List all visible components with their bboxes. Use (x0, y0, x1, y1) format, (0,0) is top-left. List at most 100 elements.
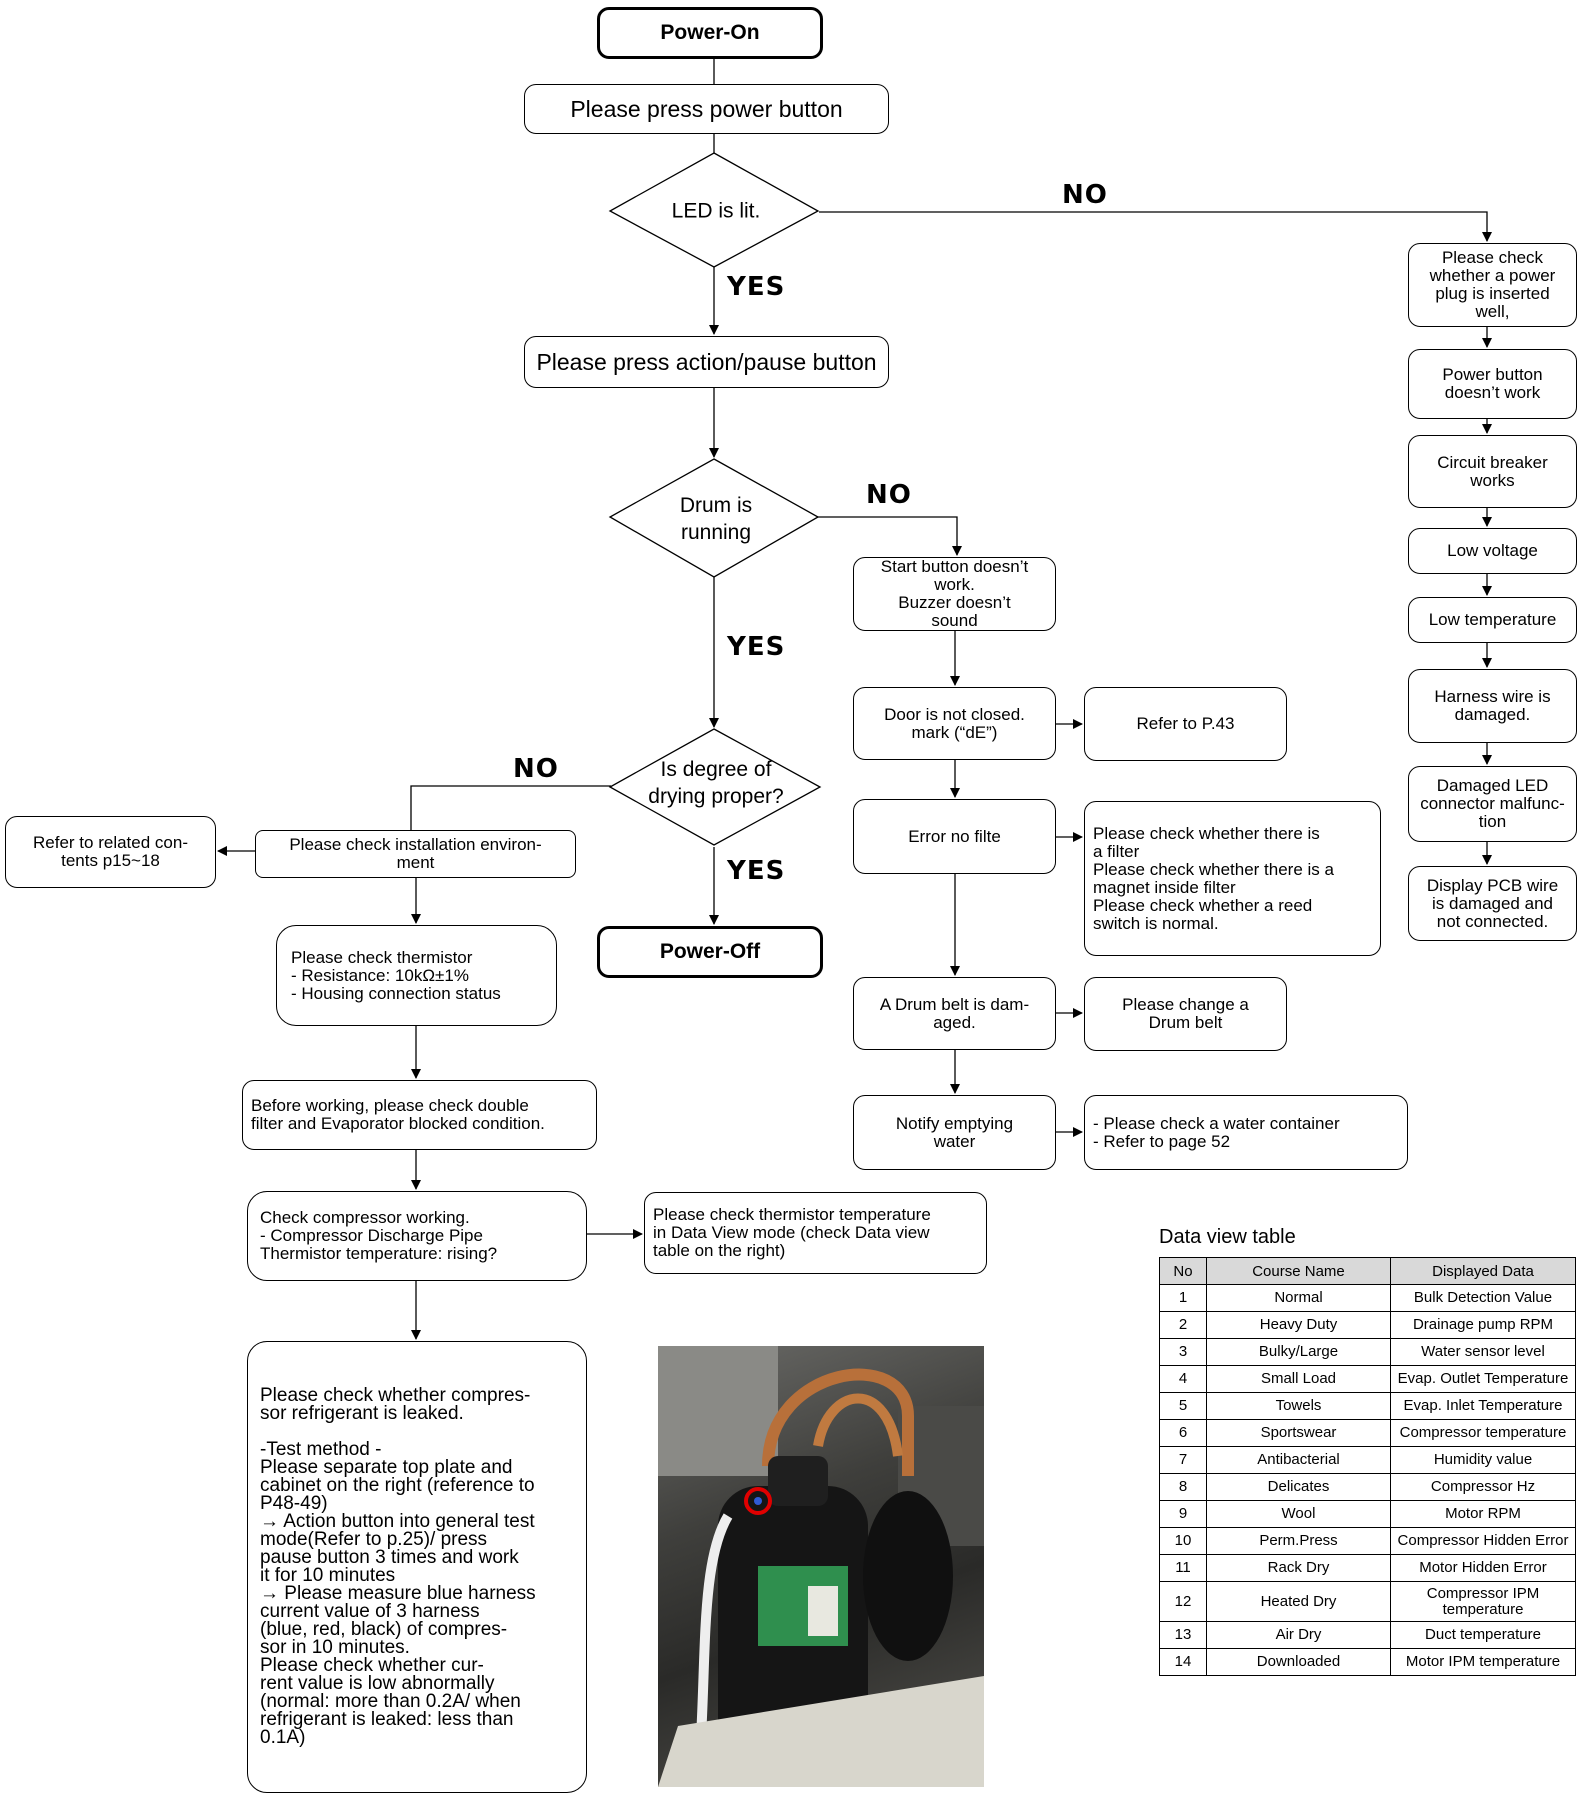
led-lit-decision: LED is lit. (671, 199, 761, 223)
row-number: 9 (1159, 1500, 1207, 1528)
display-pcb-label: Display PCB wire is damaged and not conn… (1426, 875, 1559, 931)
yes-label: YES (727, 856, 786, 886)
start-button-box: Start button doesn’t work. Buzzer doesn’… (853, 557, 1056, 631)
check-compressor-box: Check compressor working. - Compressor D… (247, 1191, 587, 1281)
press-action-label: Please press action/pause button (536, 349, 877, 375)
drum-belt-label: A Drum belt is dam- aged. (879, 994, 1030, 1032)
table-title: Data view table (1159, 1226, 1296, 1248)
check-thermistor-box: Please check thermistor - Resistance: 10… (276, 925, 557, 1026)
door-not-closed-label: Door is not closed. mark (“dE”) (884, 704, 1025, 742)
check-install-box: Please check installation environ- ment (255, 830, 576, 878)
no-label: NO (513, 754, 559, 784)
course-name: Heavy Duty (1206, 1311, 1391, 1339)
course-name: Air Dry (1206, 1621, 1391, 1649)
row-number: 12 (1159, 1581, 1207, 1622)
course-name: Heated Dry (1206, 1581, 1391, 1622)
displayed-data: Compressor Hz (1390, 1473, 1576, 1501)
harness-label: Harness wire is damaged. (1434, 687, 1551, 724)
led-connector-box: Damaged LED connector malfunc- tion (1408, 766, 1577, 842)
course-name: Sportswear (1206, 1419, 1391, 1447)
displayed-data: Compressor IPM temperature (1390, 1581, 1576, 1622)
low-temp-label: Low temperature (1428, 610, 1557, 629)
column-header: No (1159, 1257, 1207, 1285)
displayed-data: Compressor Hidden Error (1390, 1527, 1576, 1555)
table-header-row: No Course Name Displayed Data (1159, 1257, 1576, 1285)
check-data-view-box: Please check thermistor temperature in D… (644, 1192, 987, 1274)
course-name: Antibacterial (1206, 1446, 1391, 1474)
course-name: Downloaded (1206, 1648, 1391, 1676)
drum-running-decision: Drum is running (679, 494, 753, 544)
press-action-step: Please press action/pause button (524, 336, 889, 388)
refer-related-box: Refer to related con- tents p15~18 (5, 816, 216, 888)
low-temp-box: Low temperature (1408, 597, 1577, 643)
row-number: 10 (1159, 1527, 1207, 1555)
compressor-illustration (658, 1346, 984, 1787)
no-label: NO (1062, 180, 1108, 210)
power-button-label: Power button doesn’t work (1442, 365, 1543, 402)
press-power-label: Please press power button (570, 96, 843, 122)
displayed-data: Compressor temperature (1390, 1419, 1576, 1447)
refer-p43-label: Refer to P.43 (1136, 714, 1235, 733)
press-power-step: Please press power button (524, 84, 889, 134)
displayed-data: Bulk Detection Value (1390, 1284, 1576, 1312)
water-checks-box: - Please check a water container - Refer… (1084, 1095, 1408, 1170)
change-belt-box: Please change a Drum belt (1084, 977, 1287, 1051)
displayed-data: Evap. Inlet Temperature (1390, 1392, 1576, 1420)
drum-belt-box: A Drum belt is dam- aged. (853, 977, 1056, 1050)
row-number: 11 (1159, 1554, 1207, 1582)
led-connector-label: Damaged LED connector malfunc- tion (1420, 776, 1565, 831)
displayed-data: Motor Hidden Error (1390, 1554, 1576, 1582)
connector (819, 211, 1492, 242)
row-number: 5 (1159, 1392, 1207, 1420)
row-number: 1 (1159, 1284, 1207, 1312)
start-button-label: Start button doesn’t work. Buzzer doesn’… (880, 557, 1029, 630)
row-number: 7 (1159, 1446, 1207, 1474)
compressor-photo (658, 1346, 984, 1787)
decision-diamond (608, 152, 820, 268)
check-compressor-label: Check compressor working. - Compressor D… (260, 1208, 498, 1263)
course-name: Bulky/Large (1206, 1338, 1391, 1366)
low-voltage-label: Low voltage (1447, 541, 1538, 560)
row-number: 14 (1159, 1648, 1207, 1676)
refer-related-label: Refer to related con- tents p15~18 (33, 833, 188, 870)
display-pcb-box: Display PCB wire is damaged and not conn… (1408, 866, 1577, 941)
displayed-data: Water sensor level (1390, 1338, 1576, 1366)
row-number: 2 (1159, 1311, 1207, 1339)
check-filter-box: Before working, please check double filt… (242, 1080, 597, 1150)
leak-check-box: Please check whether compres- sor refrig… (247, 1341, 587, 1793)
water-checks-label: - Please check a water container - Refer… (1093, 1113, 1340, 1151)
plug-check-label: Please check whether a power plug is ins… (1429, 248, 1556, 321)
notify-water-label: Notify emptying water (895, 1113, 1014, 1151)
power-on-terminal: Power-On (597, 7, 823, 59)
column-header: Course Name (1206, 1257, 1391, 1285)
displayed-data: Duct temperature (1390, 1621, 1576, 1649)
course-name: Wool (1206, 1500, 1391, 1528)
filter-checks-box: Please check whether there is a filter P… (1084, 801, 1381, 956)
connector (817, 516, 962, 556)
course-name: Towels (1206, 1392, 1391, 1420)
course-name: Rack Dry (1206, 1554, 1391, 1582)
displayed-data: Evap. Outlet Temperature (1390, 1365, 1576, 1393)
course-name: Delicates (1206, 1473, 1391, 1501)
row-number: 6 (1159, 1419, 1207, 1447)
row-number: 13 (1159, 1621, 1207, 1649)
breaker-box: Circuit breaker works (1408, 435, 1577, 508)
displayed-data: Humidity value (1390, 1446, 1576, 1474)
notify-water-box: Notify emptying water (853, 1095, 1056, 1170)
error-no-filter-label: Error no filte (908, 826, 1001, 846)
power-on-label: Power-On (660, 21, 760, 44)
breaker-label: Circuit breaker works (1437, 452, 1548, 490)
